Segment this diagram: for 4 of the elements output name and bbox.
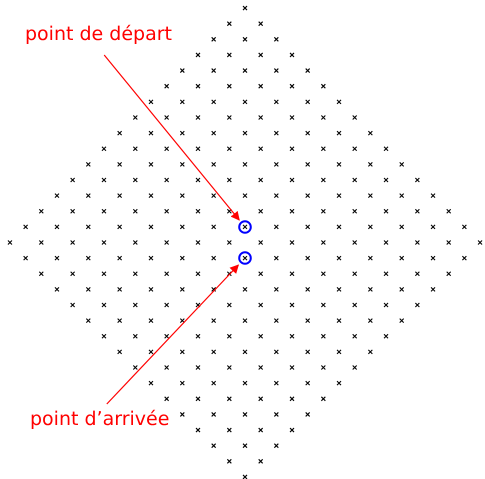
arrow	[106, 264, 239, 404]
point-label: point de départ	[25, 23, 190, 45]
arrow	[104, 54, 240, 221]
point-label: point d’arrivée	[30, 408, 190, 430]
